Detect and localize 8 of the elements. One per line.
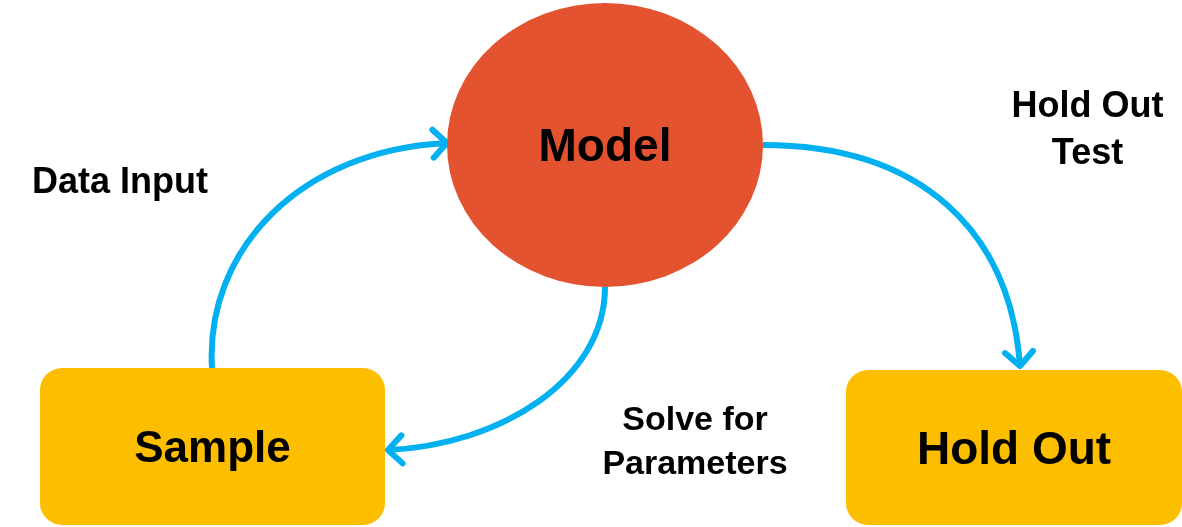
edge-label: Hold Out Test [1010,83,1165,174]
node-label: Model [538,118,672,172]
node-label: Sample [134,421,291,472]
edge-label: Solve for Parameters [601,398,789,484]
node-label: Hold Out [916,420,1112,475]
edge-label: Data Input [31,159,209,203]
curved-arrow [385,286,608,466]
curved-arrow [762,142,1036,369]
